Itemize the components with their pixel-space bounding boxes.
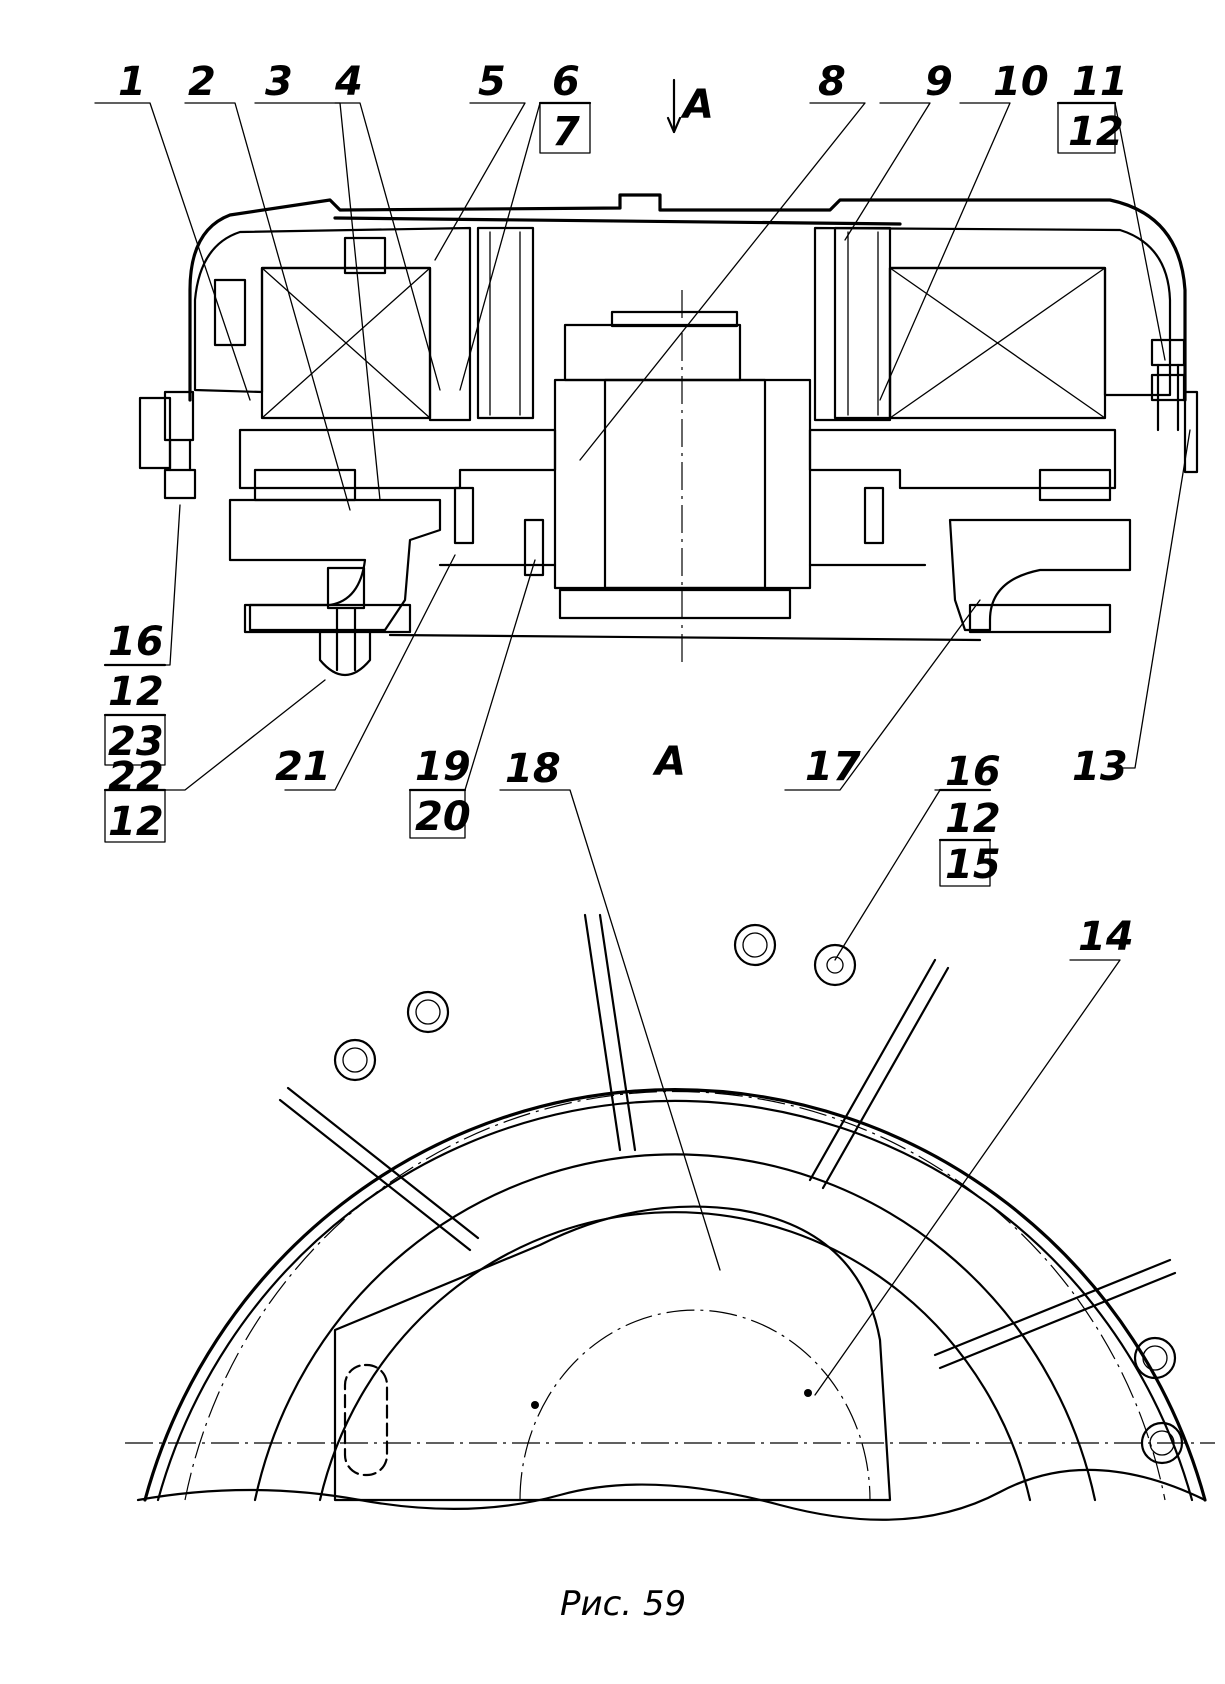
callout-11: 11 bbox=[1072, 59, 1128, 105]
base-flange-right bbox=[950, 520, 1130, 630]
section-marker: A bbox=[680, 82, 714, 128]
callout-2: 2 bbox=[188, 59, 216, 105]
callout-17: 17 bbox=[805, 744, 861, 790]
callout-20: 20 bbox=[415, 794, 471, 840]
pin-19 bbox=[525, 520, 543, 575]
spring-pocket-left bbox=[478, 228, 533, 418]
callout-16-left: 16 bbox=[108, 619, 164, 665]
cover-plate bbox=[335, 218, 900, 224]
hub-ring bbox=[320, 1212, 1030, 1500]
shaft-nut bbox=[565, 325, 740, 380]
friction-lining-right bbox=[1040, 470, 1110, 500]
housing-left bbox=[195, 228, 470, 420]
callout-12-view: 12 bbox=[945, 796, 1001, 842]
slot bbox=[345, 1365, 387, 1475]
coil-left bbox=[262, 268, 430, 418]
outer-rim-inner bbox=[158, 1101, 1192, 1500]
outer-rim bbox=[145, 1090, 1205, 1500]
section-view bbox=[140, 80, 1197, 675]
armature-disk-left bbox=[240, 430, 555, 488]
callout-18: 18 bbox=[505, 746, 561, 792]
bottom-disc bbox=[560, 590, 790, 618]
coil-right bbox=[890, 268, 1105, 418]
callout-6: 6 bbox=[552, 59, 580, 105]
callout-10: 10 bbox=[993, 59, 1049, 105]
callout-12-left: 12 bbox=[108, 669, 164, 715]
ribs bbox=[280, 915, 1175, 1368]
callout-5: 5 bbox=[478, 59, 506, 105]
callout-13: 13 bbox=[1072, 744, 1128, 790]
callout-1: 1 bbox=[118, 59, 146, 105]
hub-bolt-circle bbox=[520, 1310, 870, 1500]
figure-caption: Рис. 59 bbox=[560, 1584, 686, 1624]
callout-16-view: 16 bbox=[945, 749, 1001, 795]
callout-19: 19 bbox=[415, 744, 471, 790]
callout-8: 8 bbox=[818, 59, 846, 105]
leaders bbox=[95, 103, 1190, 1395]
base-flange-left bbox=[230, 500, 440, 630]
callout-4: 4 bbox=[334, 59, 363, 105]
callout-9: 9 bbox=[925, 59, 953, 105]
bolt-heads bbox=[335, 925, 1182, 1463]
shaft-bore bbox=[605, 380, 765, 588]
callout-14: 14 bbox=[1078, 914, 1134, 960]
view-a bbox=[125, 915, 1215, 1520]
callout-21: 21 bbox=[275, 744, 331, 790]
housing-right bbox=[815, 228, 1170, 420]
callout-7: 7 bbox=[552, 109, 580, 155]
pin-right bbox=[865, 488, 883, 543]
bolt-right bbox=[1152, 340, 1197, 472]
pin-21 bbox=[455, 488, 473, 543]
callout-labels: 1 2 3 4 5 6 7 A 8 9 10 11 12 16 12 23 22… bbox=[105, 59, 1134, 1624]
bolt-circle bbox=[185, 1091, 1165, 1500]
callout-22: 22 bbox=[108, 754, 164, 800]
armature-disk-right bbox=[810, 430, 1115, 488]
break-line bbox=[138, 1470, 1205, 1520]
callout-3: 3 bbox=[265, 59, 293, 105]
mounting-ear bbox=[215, 280, 245, 345]
callout-15: 15 bbox=[945, 842, 1001, 888]
callout-12-22: 12 bbox=[108, 799, 164, 845]
bolt-bottom bbox=[320, 568, 370, 675]
spring-pocket-right bbox=[835, 228, 890, 418]
bolt-left bbox=[140, 392, 195, 498]
view-marker: A bbox=[652, 739, 686, 785]
